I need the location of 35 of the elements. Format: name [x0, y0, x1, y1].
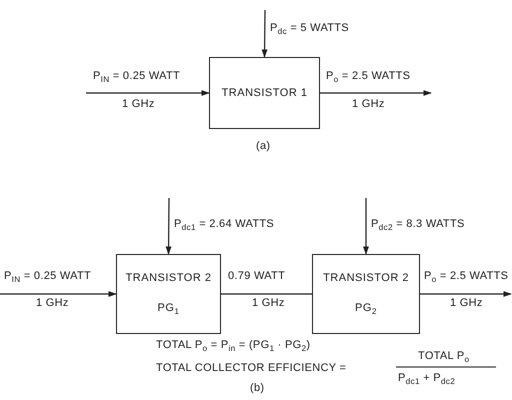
frequency-label: 1 GHz — [36, 297, 69, 309]
edge-label: P$_{dc}$ = 5 WATTS — [270, 22, 349, 36]
gain-label: PG$_{1}$ — [158, 302, 180, 316]
edge-label: P$_{dc2}$ = 8.3 WATTS — [371, 218, 465, 232]
panel-label: (b) — [250, 382, 264, 394]
edge-label: P$_{o}$ = 2.5 WATTS — [424, 270, 508, 284]
signal-line — [363, 198, 369, 255]
formula-text: TOTAL COLLECTOR EFFICIENCY = — [156, 362, 346, 374]
fraction-denominator: P$_{dc1}$ + P$_{dc2}$ — [398, 372, 456, 386]
edge-label: P$_{IN}$ = 0.25 WATT — [93, 70, 180, 84]
edge-label: 0.79 WATT — [228, 270, 286, 282]
edge-label: P$_{o}$ = 2.5 WATTS — [326, 70, 410, 84]
frequency-label: 1 GHz — [352, 98, 385, 110]
transistor-block — [116, 254, 221, 334]
frequency-label: 1 GHz — [450, 297, 483, 309]
transistor-block — [312, 254, 420, 334]
frequency-label: 1 GHz — [252, 297, 285, 309]
signal-line — [221, 293, 312, 295]
signal-line — [320, 90, 432, 96]
gain-label: PG$_{2}$ — [355, 302, 377, 316]
edge-label: P$_{IN}$ = 0.25 WATT — [4, 270, 92, 284]
block-title: TRANSISTOR 1 — [222, 87, 308, 99]
panel-label: (a) — [256, 140, 270, 152]
transistor-block — [209, 57, 320, 129]
signal-line — [420, 291, 512, 297]
signal-line — [0, 291, 117, 297]
signal-line — [166, 198, 172, 255]
edge-label: P$_{dc1}$ = 2.64 WATTS — [174, 218, 274, 232]
signal-line — [262, 10, 268, 58]
fraction-numerator: TOTAL P$_{o}$ — [418, 350, 470, 364]
formula-text: TOTAL P$_{o}$ = P$_{in}$ = (PG$_{1}$ · PG$_{2}$) — [156, 339, 310, 354]
signal-line — [86, 90, 210, 96]
block-title: TRANSISTOR 2 — [126, 272, 212, 284]
block-title: TRANSISTOR 2 — [323, 272, 409, 284]
frequency-label: 1 GHz — [122, 98, 155, 110]
